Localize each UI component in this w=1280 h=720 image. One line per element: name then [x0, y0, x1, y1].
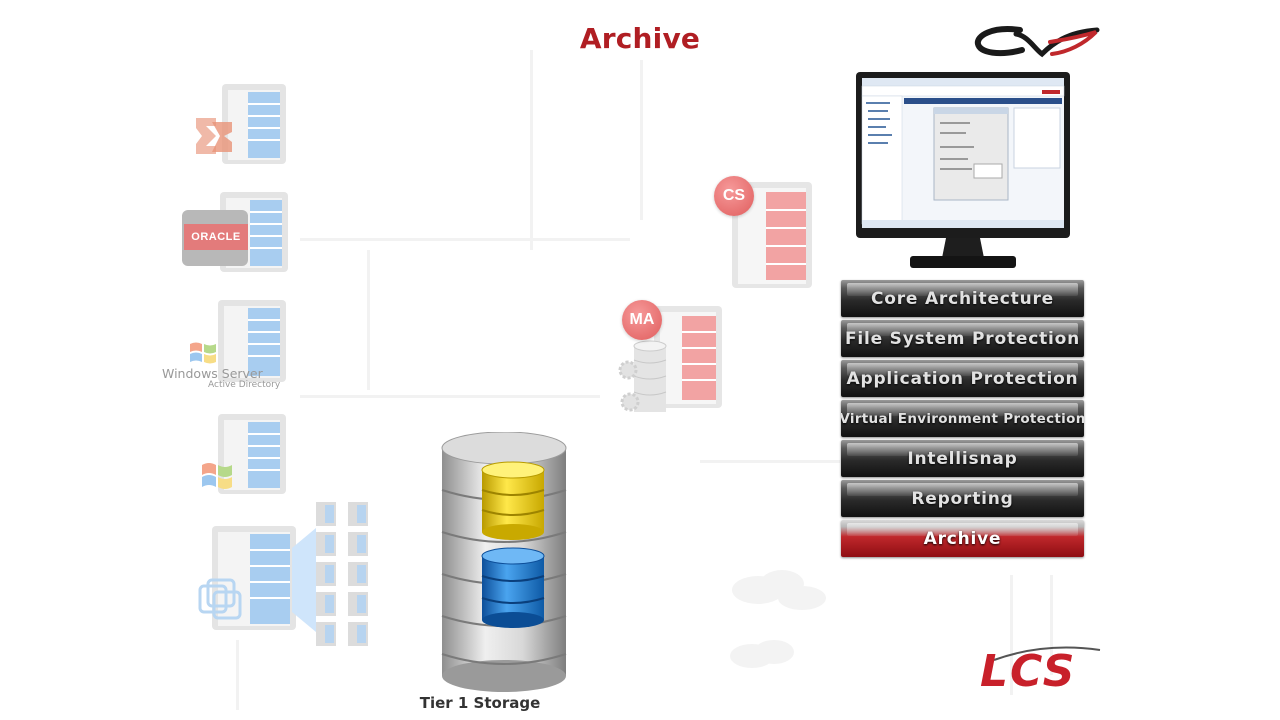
cs-badge: CS	[714, 176, 754, 216]
server-icon	[218, 414, 286, 494]
menu-item-label: File System Protection	[844, 328, 1081, 349]
menu-item-reporting[interactable]: Reporting	[841, 480, 1084, 517]
commserve-server: CS	[712, 172, 822, 294]
menu-item-archive[interactable]: Archive	[841, 520, 1084, 557]
menu-item-label: Archive	[923, 528, 1002, 549]
windows-flag-icon	[190, 342, 216, 364]
vmware-icon	[198, 578, 242, 620]
server-icon	[732, 182, 812, 288]
connection-line	[700, 460, 840, 463]
active-directory-server: Windows Server Active Directory	[160, 296, 300, 392]
connection-line	[1050, 575, 1053, 675]
virtual-machines-grid	[316, 502, 368, 646]
brand-swoosh-logo	[974, 26, 1100, 58]
storage-cylinder-icon	[441, 431, 567, 692]
menu-item-core-architecture[interactable]: Core Architecture	[841, 280, 1084, 317]
connection-line	[236, 640, 239, 710]
menu-item-virtual-environment-protection[interactable]: Virtual Environment Protection	[841, 400, 1084, 437]
exchange-server	[188, 78, 298, 168]
menu-item-file-system-protection[interactable]: File System Protection	[841, 320, 1084, 357]
menu-item-label: Application Protection	[846, 368, 1079, 389]
media-agent: MA	[612, 296, 732, 420]
menu-item-label: Reporting	[911, 488, 1014, 509]
connection-line	[300, 238, 630, 241]
vm-fanout-wedge	[292, 528, 316, 632]
ma-badge: MA	[622, 300, 662, 340]
lcs-swoosh-icon	[993, 646, 1101, 661]
tier1-storage	[438, 431, 570, 694]
connection-line	[300, 395, 600, 398]
virtualization-host	[196, 498, 376, 650]
menu-item-intellisnap[interactable]: Intellisnap	[841, 440, 1084, 477]
windows-server	[198, 410, 298, 500]
lcs-logo-text: LCS	[980, 646, 1077, 697]
server-icon	[654, 306, 722, 408]
connection-line	[1010, 575, 1013, 695]
windows-flag-icon	[202, 463, 232, 489]
menu-item-label: Intellisnap	[907, 448, 1018, 469]
module-menu: Core Architecture File System Protection…	[841, 280, 1084, 560]
connection-line	[530, 50, 533, 250]
tier1-storage-caption: Tier 1 Storage	[419, 694, 541, 712]
console-monitor	[854, 70, 1072, 272]
server-icon	[218, 300, 286, 382]
server-icon	[222, 84, 286, 164]
connection-line	[367, 250, 370, 390]
lcs-logo: LCS	[974, 640, 1104, 700]
oracle-server: ORACLE	[182, 188, 294, 278]
connection-line	[640, 60, 643, 220]
faded-cloud-icon	[730, 570, 826, 668]
monitor-icon	[856, 72, 1070, 268]
menu-item-application-protection[interactable]: Application Protection	[841, 360, 1084, 397]
slide-title: Archive	[579, 22, 701, 55]
oracle-logo: ORACLE	[184, 224, 248, 250]
disk-stack-icon	[618, 340, 667, 412]
menu-item-label: Virtual Environment Protection	[841, 410, 1084, 427]
windows-server-label: Windows Server	[162, 366, 263, 381]
menu-item-label: Core Architecture	[870, 288, 1054, 309]
exchange-icon	[196, 118, 232, 154]
active-directory-label: Active Directory	[208, 380, 281, 390]
